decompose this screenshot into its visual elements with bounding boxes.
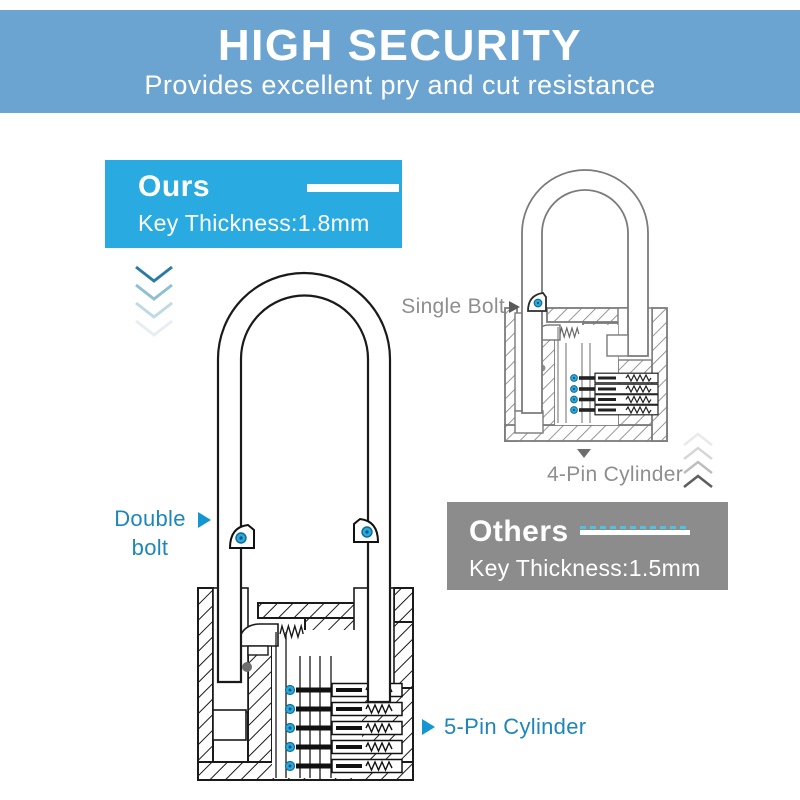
single-bolt-label: Single Bolt [401,295,505,318]
ours-key-thickness: Key Thickness:1.8mm [138,210,370,236]
four-pin-cylinder-label: 4-Pin Cylinder [546,463,684,486]
high-security-banner: HIGH SECURITY Provides excellent pry and… [0,10,800,113]
ours-panel: Ours Key Thickness:1.8mm [105,160,402,248]
arrow-down-icon [577,449,591,458]
others-key-solid-line [580,530,690,535]
five-pin-cylinder-label: 5-Pin Cylinder [444,714,587,739]
arrow-right-icon [422,719,435,735]
chevron-up-icon [683,432,713,489]
competitor-padlock-diagram [504,169,668,442]
banner-title: HIGH SECURITY [217,21,583,70]
others-panel: Others Key Thickness:1.5mm [447,502,728,590]
chevron-down-icon [135,265,173,337]
others-key-line-icon [580,526,690,535]
arrow-right-icon [509,301,520,313]
others-key-dash-line [580,526,690,529]
banner-subtitle: Provides excellent pry and cut resistanc… [144,70,656,100]
arrow-right-icon [198,512,211,528]
our-padlock-diagram [197,271,414,781]
ours-label: Ours [138,170,211,203]
double-bolt-label: Double bolt [114,506,186,560]
others-label: Others [469,515,569,548]
ours-key-line-icon [307,184,399,192]
others-key-thickness: Key Thickness:1.5mm [469,555,701,581]
five-pin-cylinder-label-group: 5-Pin Cylinder [422,714,586,740]
